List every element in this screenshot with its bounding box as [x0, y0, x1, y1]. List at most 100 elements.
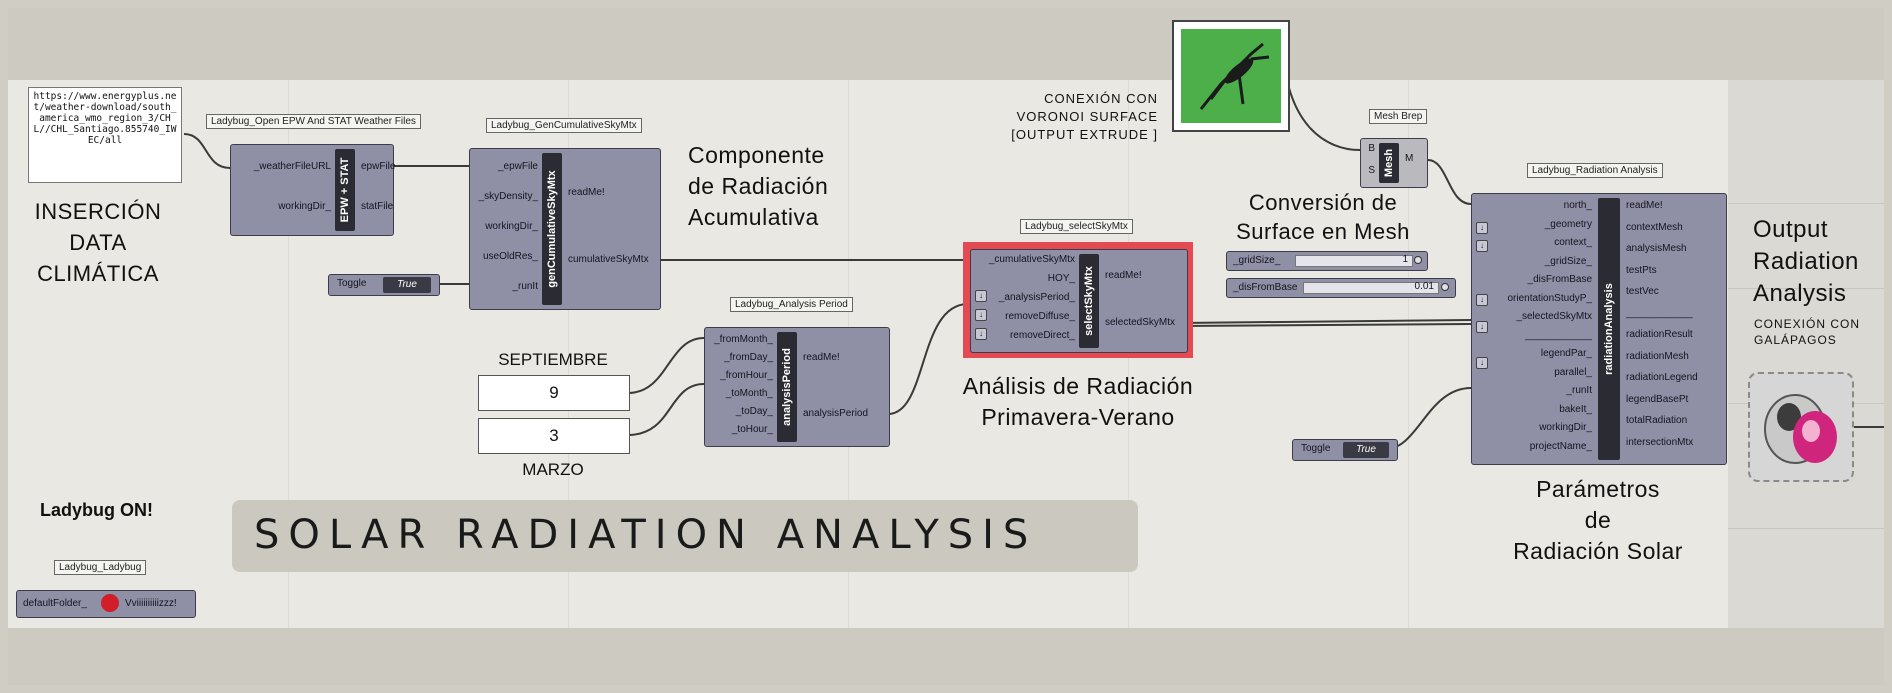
radiation-input[interactable]: workingDir_: [1539, 422, 1592, 433]
ladybug-component[interactable]: defaultFolder_ Vviiiiiiiiiizzz!: [16, 590, 196, 618]
radiation-output[interactable]: radiationResult: [1626, 329, 1693, 340]
gencum-core[interactable]: genCumulativeSkyMtx: [542, 153, 562, 305]
gencum-core-label: genCumulativeSkyMtx: [546, 170, 558, 288]
epw-output[interactable]: epwFile: [361, 161, 396, 172]
dis-from-base-slider[interactable]: _disFromBase 0.01: [1226, 278, 1456, 298]
gencum-component[interactable]: _epwFile _skyDensity_ workingDir_ useOld…: [469, 148, 661, 310]
radiation-input[interactable]: _geometry: [1544, 218, 1592, 230]
period-input[interactable]: _fromMonth_: [714, 334, 773, 345]
select-title: Ladybug_selectSkyMtx: [1020, 219, 1133, 234]
radiation-input[interactable]: context_: [1554, 237, 1592, 248]
radiation-input[interactable]: _runIt: [1566, 385, 1592, 396]
period-input[interactable]: _toHour_: [731, 424, 773, 435]
select-core[interactable]: selectSkyMtx: [1079, 254, 1099, 348]
select-input[interactable]: HOY_: [1047, 273, 1075, 284]
toggle-value[interactable]: True: [1343, 442, 1389, 458]
mesh-core[interactable]: Mesh: [1379, 143, 1399, 183]
label-line: Output: [1753, 216, 1829, 243]
expand-grip-icon[interactable]: ↓: [1476, 294, 1488, 306]
to-month-number[interactable]: 3: [478, 418, 630, 454]
period-input[interactable]: _toMonth_: [725, 388, 773, 399]
select-input[interactable]: _cumulativeSkyMtx: [988, 254, 1075, 265]
radiation-output[interactable]: legendBasePt: [1626, 393, 1689, 405]
period-input[interactable]: _toDay_: [735, 406, 773, 417]
slider-grip[interactable]: [1441, 283, 1449, 291]
expand-grip-icon[interactable]: ↓: [975, 290, 987, 302]
gencum-output[interactable]: readMe!: [568, 187, 605, 198]
gencum-input[interactable]: _skyDensity_: [478, 191, 538, 202]
run-toggle-2[interactable]: Toggle True: [1292, 439, 1398, 461]
select-input[interactable]: removeDirect_: [1009, 330, 1075, 341]
mesh-input[interactable]: S: [1368, 165, 1375, 176]
period-input[interactable]: _fromDay_: [724, 352, 773, 363]
expand-grip-icon[interactable]: ↓: [1476, 357, 1488, 369]
select-output[interactable]: selectedSkyMtx: [1105, 317, 1176, 328]
radiation-input[interactable]: _gridSize_: [1544, 255, 1592, 267]
epw-component[interactable]: _weatherFileURL workingDir_ EPW + STAT e…: [230, 144, 396, 236]
grasshopper-icon[interactable]: [1172, 20, 1290, 132]
mesh-output[interactable]: M: [1405, 153, 1414, 164]
epw-core[interactable]: EPW + STAT: [335, 149, 355, 231]
period-output[interactable]: analysisPeriod: [803, 408, 869, 419]
select-input[interactable]: removeDiffuse_: [1005, 311, 1075, 322]
radiation-input[interactable]: _disFromBase: [1527, 274, 1592, 285]
slider-track[interactable]: 1: [1295, 254, 1413, 267]
radiation-input[interactable]: projectName_: [1529, 440, 1592, 452]
radiation-output[interactable]: testPts: [1626, 264, 1657, 276]
radiation-input[interactable]: _selectedSkyMtx: [1516, 311, 1592, 322]
period-component[interactable]: _fromMonth_ _fromDay_ _fromHour_ _toMont…: [704, 327, 890, 447]
radiation-input[interactable]: bakeIt_: [1559, 403, 1592, 415]
slider-grip[interactable]: [1414, 256, 1422, 264]
label-line: de: [1584, 507, 1612, 533]
period-core[interactable]: analysisPeriod: [777, 332, 797, 442]
epw-input[interactable]: workingDir_: [278, 201, 331, 212]
radiation-input[interactable]: north_: [1563, 200, 1592, 211]
conexion-voronoi-label: CONEXIÓN CON VORONOI SURFACE [OUTPUT EXT…: [998, 90, 1158, 144]
gencum-input[interactable]: useOldRes_: [482, 251, 538, 262]
expand-grip-icon[interactable]: ↓: [1476, 240, 1488, 252]
gencum-output[interactable]: cumulativeSkyMtx: [568, 254, 649, 265]
radiation-input[interactable]: parallel_: [1554, 366, 1592, 378]
radiation-core[interactable]: radiationAnalysis: [1598, 198, 1620, 460]
mesh-component[interactable]: B S Mesh M: [1360, 138, 1428, 188]
ladybug-input[interactable]: defaultFolder_: [23, 598, 87, 609]
expand-grip-icon[interactable]: ↓: [975, 328, 987, 340]
radiation-output[interactable]: totalRadiation: [1626, 415, 1688, 426]
radiation-output[interactable]: contextMesh: [1626, 221, 1683, 233]
radiation-output[interactable]: intersectionMtx: [1626, 436, 1694, 448]
select-input[interactable]: _analysisPeriod_: [998, 292, 1075, 303]
radiation-output[interactable]: ____________: [1626, 307, 1693, 319]
expand-grip-icon[interactable]: ↓: [1476, 222, 1488, 234]
gencum-input[interactable]: workingDir_: [485, 221, 538, 232]
grasshopper-canvas[interactable]: https://www.energyplus.net/weather-downl…: [8, 8, 1884, 685]
run-toggle[interactable]: Toggle True: [328, 274, 440, 296]
gencum-input[interactable]: _epwFile: [497, 161, 538, 172]
period-output[interactable]: readMe!: [803, 352, 840, 363]
radiation-input[interactable]: orientationStudyP_: [1507, 292, 1592, 304]
url-panel[interactable]: https://www.energyplus.net/weather-downl…: [28, 87, 182, 183]
slider-track[interactable]: 0.01: [1303, 281, 1439, 294]
radiation-input[interactable]: legendPar_: [1540, 348, 1592, 359]
epw-input[interactable]: _weatherFileURL: [253, 161, 331, 172]
select-component[interactable]: _cumulativeSkyMtx HOY_ _analysisPeriod_ …: [970, 249, 1188, 353]
radiation-output[interactable]: analysisMesh: [1626, 243, 1687, 254]
expand-grip-icon[interactable]: ↓: [1476, 321, 1488, 333]
radiation-output[interactable]: radiationMesh: [1626, 350, 1689, 362]
toggle-value[interactable]: True: [383, 277, 431, 293]
radiation-component[interactable]: north_ _geometry context_ _gridSize_ _disFro…: [1471, 193, 1727, 465]
ladybug-output[interactable]: Vviiiiiiiiiizzz!: [125, 598, 177, 609]
grid-size-slider[interactable]: _gridSize_ 1: [1226, 251, 1428, 271]
mesh-input[interactable]: B: [1368, 143, 1375, 154]
radiation-output[interactable]: testVec: [1626, 286, 1659, 297]
title-banner: SOLAR RADIATION ANALYSIS: [232, 500, 1138, 572]
galapagos-icon[interactable]: [1748, 372, 1854, 482]
from-month-number[interactable]: 9: [478, 375, 630, 411]
expand-grip-icon[interactable]: ↓: [975, 309, 987, 321]
radiation-input[interactable]: ____________: [1525, 329, 1592, 341]
epw-output[interactable]: statFile: [361, 201, 394, 212]
select-output[interactable]: readMe!: [1105, 270, 1142, 281]
radiation-output[interactable]: radiationLegend: [1626, 372, 1698, 383]
period-input[interactable]: _fromHour_: [720, 370, 773, 381]
radiation-output[interactable]: readMe!: [1626, 200, 1663, 211]
gencum-input[interactable]: _runIt: [512, 281, 538, 292]
